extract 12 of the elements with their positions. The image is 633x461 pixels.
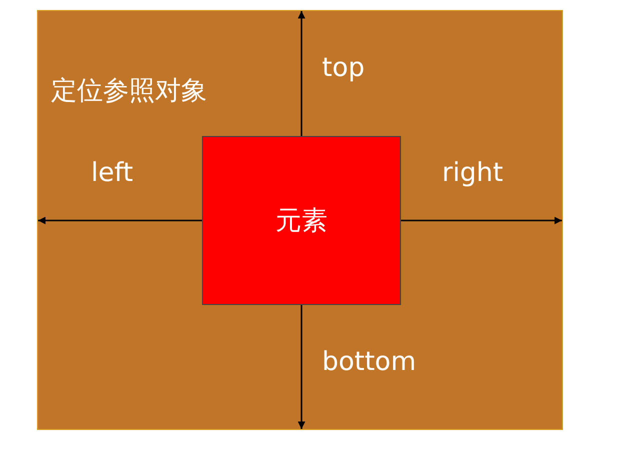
box-label: 元素: [276, 208, 328, 234]
element-box: [202, 136, 401, 305]
reference-box: [37, 10, 563, 430]
arrow: [401, 216, 562, 224]
edge-label: top: [322, 55, 365, 81]
edge-label: left: [91, 160, 134, 186]
arrow: [38, 216, 202, 224]
box-label: 定位参照对象: [51, 78, 207, 104]
edge-label: right: [442, 160, 504, 186]
edge-label: bottom: [322, 349, 416, 375]
arrow: [298, 305, 306, 429]
arrow: [298, 11, 306, 136]
